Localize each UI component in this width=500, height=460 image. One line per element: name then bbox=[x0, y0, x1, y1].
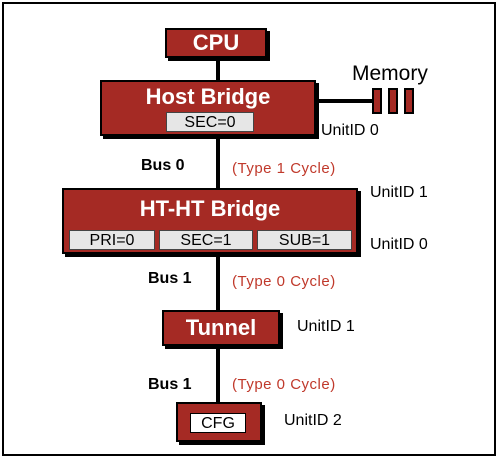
tunnel-block: Tunnel bbox=[162, 310, 280, 346]
ht-bridge-unitid-top: UnitID 1 bbox=[370, 184, 428, 201]
bus1-upper-cycle: (Type 0 Cycle) bbox=[232, 273, 336, 290]
cpu-host-link bbox=[216, 56, 220, 80]
host-bridge-label: Host Bridge bbox=[145, 84, 271, 109]
ht-bridge-label: HT-HT Bridge bbox=[139, 196, 281, 221]
cpu-label: CPU bbox=[192, 30, 240, 55]
memory-cell-2 bbox=[388, 88, 398, 114]
memory-label: Memory bbox=[352, 62, 428, 85]
tunnel-label: Tunnel bbox=[185, 315, 257, 340]
bus1-upper-wire bbox=[216, 254, 220, 310]
ht-bridge-unitid-bottom: UnitID 0 bbox=[370, 236, 428, 253]
bus0-label: Bus 0 bbox=[141, 157, 185, 174]
tunnel-unitid: UnitID 1 bbox=[297, 318, 355, 335]
bus1-lower-wire bbox=[216, 344, 220, 404]
ht-bridge-sub-register: SUB=1 bbox=[257, 230, 352, 250]
device-unitid: UnitID 2 bbox=[284, 412, 342, 429]
host-bridge-unitid: UnitID 0 bbox=[321, 122, 379, 139]
memory-link bbox=[314, 99, 372, 103]
ht-bridge-block: HT-HT Bridge PRI=0 SEC=1 SUB=1 bbox=[62, 188, 358, 254]
device-cfg-register: CFG bbox=[190, 413, 246, 433]
bus0-wire bbox=[216, 136, 220, 188]
bus1-lower-label: Bus 1 bbox=[148, 376, 192, 393]
cpu-block: CPU bbox=[165, 28, 267, 58]
host-bridge-block: Host Bridge SEC=0 bbox=[100, 80, 316, 136]
ht-bridge-sec-register: SEC=1 bbox=[159, 230, 253, 250]
host-bridge-sec-register: SEC=0 bbox=[166, 112, 254, 132]
bus0-cycle: (Type 1 Cycle) bbox=[232, 160, 336, 177]
bus1-lower-cycle: (Type 0 Cycle) bbox=[232, 376, 336, 393]
device-block: CFG bbox=[176, 402, 262, 442]
memory-cell-1 bbox=[372, 88, 382, 114]
ht-bridge-pri-register: PRI=0 bbox=[69, 230, 155, 250]
memory-cell-3 bbox=[404, 88, 414, 114]
bus1-upper-label: Bus 1 bbox=[148, 270, 192, 287]
